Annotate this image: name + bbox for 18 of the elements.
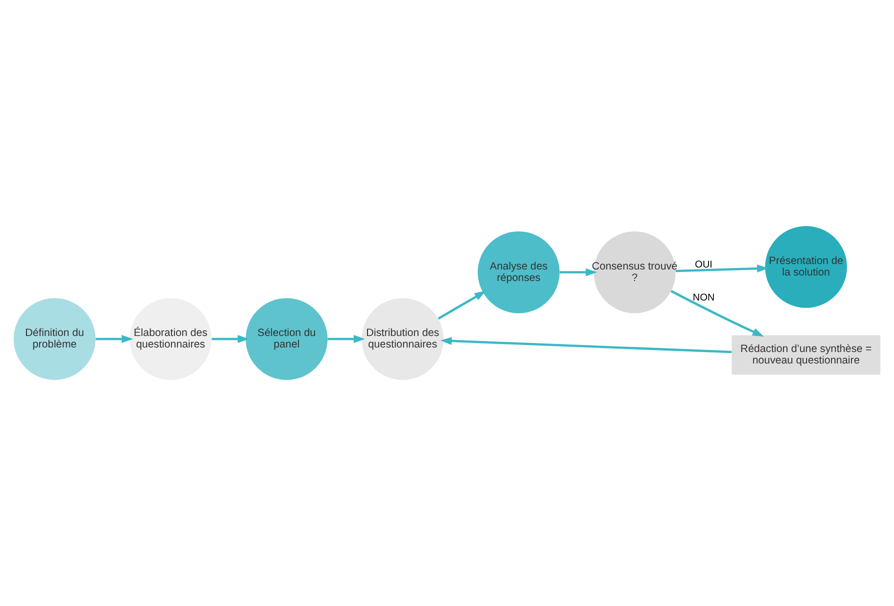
arrow	[328, 335, 366, 344]
arrow	[96, 335, 134, 344]
node-circle: Consensus trouvé ?	[594, 231, 676, 314]
node-circle: Élaboration des questionnaires	[130, 298, 212, 380]
node-circle: Présentation de la solution	[765, 226, 847, 308]
arrow	[560, 268, 598, 276]
arrow	[212, 335, 250, 344]
node-circle: Définition du problème	[14, 298, 96, 380]
arrow	[676, 264, 768, 272]
node-circle: Distribution des questionnaires	[362, 298, 444, 380]
arrow	[438, 290, 486, 320]
node-box: Rédaction d’une synthèse = nouveau questionnaire	[732, 335, 880, 375]
arrow	[670, 290, 764, 337]
node-circle: Analyse des réponses	[478, 231, 560, 314]
node-circle: Sélection du panel	[246, 298, 328, 380]
edge-label: OUI	[694, 259, 712, 270]
edge-label: NON	[692, 292, 715, 304]
arrow	[440, 336, 732, 354]
